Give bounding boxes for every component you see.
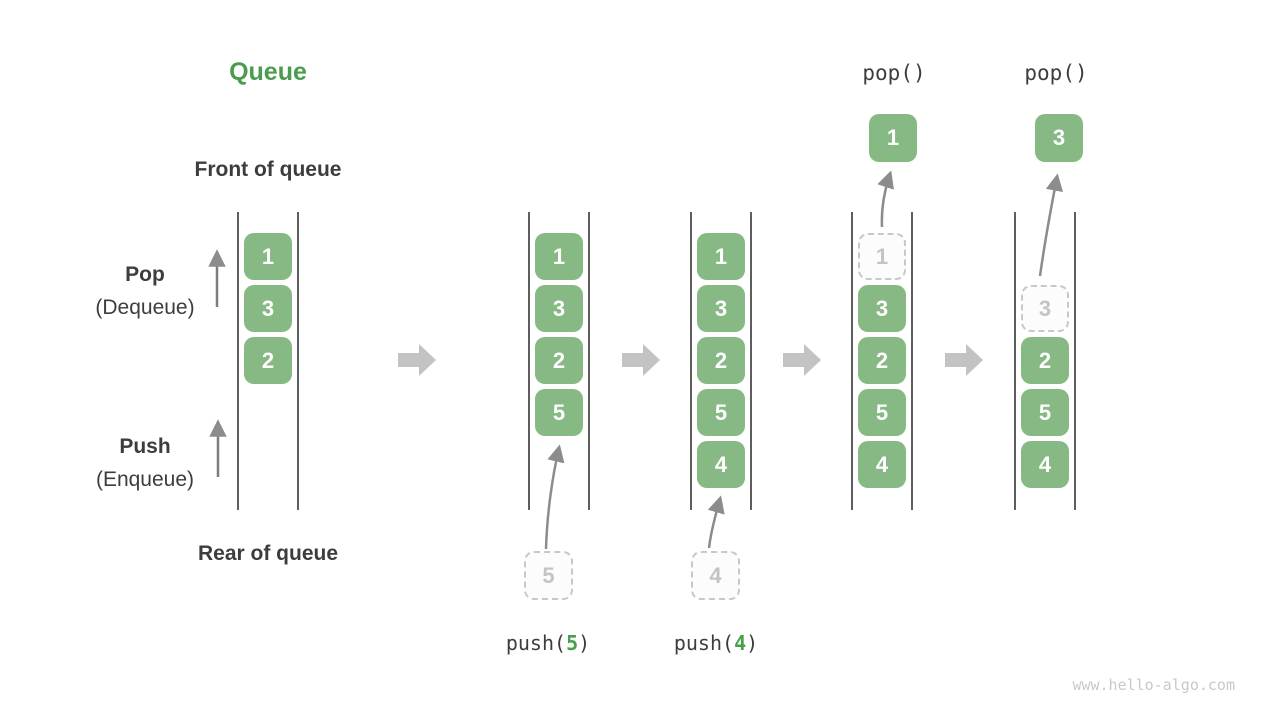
enqueue-label: (Enqueue)	[95, 468, 195, 491]
queue-slot: 5	[535, 389, 583, 436]
dequeue-label: (Dequeue)	[95, 296, 195, 319]
rear-of-queue-label: Rear of queue	[197, 542, 339, 565]
push-5-caption: push(5)	[478, 631, 618, 655]
step-arrow-icon	[398, 344, 436, 376]
queue-slot: 2	[1021, 337, 1069, 384]
queue-slot: 1	[697, 233, 745, 280]
queue-slot: 3	[244, 285, 292, 332]
push-enqueue-label: Push (Enqueue)	[52, 430, 238, 496]
popped-value-box-3: 3	[1035, 114, 1083, 162]
queue-slot-ghost: 3	[1021, 285, 1069, 332]
queue-slot: 4	[697, 441, 745, 488]
push-caption-arg: 5	[566, 631, 579, 655]
popped-value-box-1: 1	[869, 114, 917, 162]
queue-slot: 2	[244, 337, 292, 384]
queue-slot: 2	[697, 337, 745, 384]
queue-column-after-pop-1: 1 3 2 5 4	[851, 212, 913, 510]
queue-slot: 3	[535, 285, 583, 332]
queue-slot: 4	[1021, 441, 1069, 488]
push-4-caption: push(4)	[646, 631, 786, 655]
step-arrow-icon	[622, 344, 660, 376]
step-arrow-icon	[945, 344, 983, 376]
watermark: www.hello-algo.com	[1072, 676, 1235, 694]
pop-label: Pop	[125, 263, 165, 286]
push-caption-arg: 4	[734, 631, 747, 655]
pending-push-box-4: 4	[691, 551, 740, 600]
queue-slot: 1	[244, 233, 292, 280]
push-caption-post: )	[746, 631, 759, 655]
pop-caption-1: pop()	[862, 61, 926, 85]
queue-slot: 5	[1021, 389, 1069, 436]
queue-slot: 4	[858, 441, 906, 488]
step-arrow-icon	[783, 344, 821, 376]
front-of-queue-label: Front of queue	[194, 158, 342, 181]
queue-slot: 1	[535, 233, 583, 280]
queue-column-initial: 1 3 2	[237, 212, 299, 510]
queue-column-after-pop-3: 3 2 5 4	[1014, 212, 1076, 510]
queue-column-after-push-5: 1 3 2 5	[528, 212, 590, 510]
pop-dequeue-label: Pop (Dequeue)	[52, 258, 238, 324]
queue-slot-ghost: 1	[858, 233, 906, 280]
queue-slot: 3	[858, 285, 906, 332]
queue-column-after-push-4: 1 3 2 5 4	[690, 212, 752, 510]
pending-push-box-5: 5	[524, 551, 573, 600]
diagram-title: Queue	[229, 58, 307, 86]
push-caption-pre: push(	[505, 631, 567, 655]
push-caption-post: )	[578, 631, 591, 655]
queue-slot: 5	[858, 389, 906, 436]
push-label: Push	[119, 435, 171, 458]
pop-caption-3: pop()	[1024, 61, 1088, 85]
queue-slot: 5	[697, 389, 745, 436]
queue-slot: 2	[535, 337, 583, 384]
queue-slot: 3	[697, 285, 745, 332]
queue-slot: 2	[858, 337, 906, 384]
push-caption-pre: push(	[673, 631, 735, 655]
